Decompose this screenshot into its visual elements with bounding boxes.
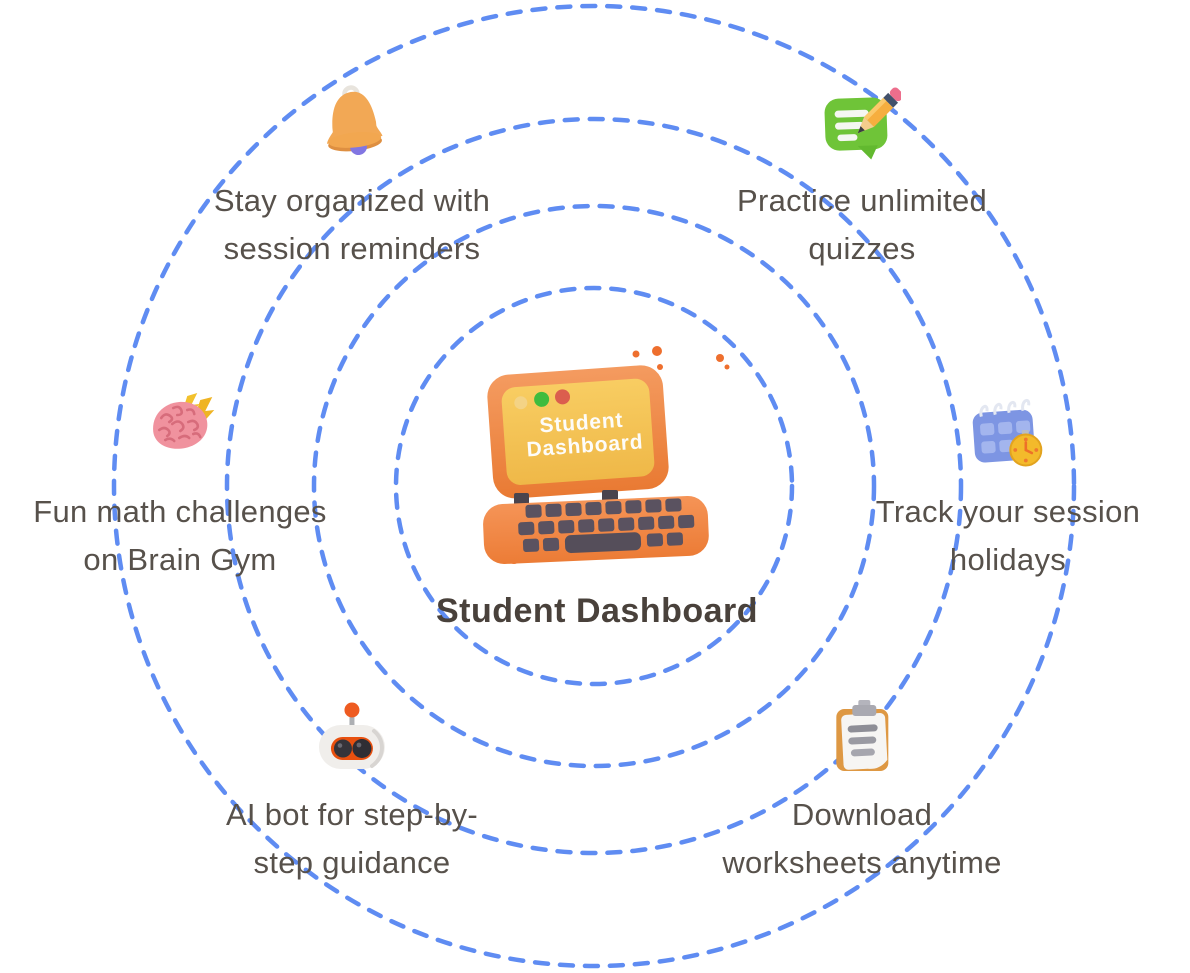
- feature-label-line1: Track your session: [875, 494, 1141, 529]
- feature-label-line1: Stay organized with: [213, 183, 491, 218]
- feature-label-line1: Download: [791, 797, 933, 832]
- center-caption: Student Dashboard: [435, 592, 759, 630]
- feature-label-line2: step guidance: [253, 845, 451, 880]
- feature-download-worksheets: Download worksheets anytime: [722, 699, 1001, 887]
- laptop-hinges: [514, 490, 618, 505]
- robot-icon: [319, 702, 385, 769]
- feature-label-line2: quizzes: [808, 231, 916, 266]
- feature-label-line1: Fun math challenges: [33, 494, 327, 529]
- bell-icon: [327, 85, 383, 156]
- feature-label-line1: Practice unlimited: [736, 183, 988, 218]
- feature-ai-bot: AI bot for step-by- step guidance: [226, 701, 478, 887]
- feature-session-holidays: Track your session holidays: [876, 397, 1140, 584]
- feature-label-line2: worksheets anytime: [722, 845, 1002, 880]
- feature-unlimited-quizzes: Practice unlimited quizzes: [737, 86, 987, 273]
- feature-label-line2: session reminders: [223, 231, 481, 266]
- laptop-screen: Student Dashboard: [487, 365, 669, 499]
- feature-label-line1: AI bot for step-by-: [225, 797, 479, 832]
- brain-icon: [152, 393, 214, 449]
- window-dot-red: [555, 389, 571, 405]
- feature-brain-gym: Fun math challenges on Brain Gym: [33, 384, 326, 584]
- calendar-icon: [972, 398, 1043, 467]
- window-dot-green: [534, 391, 550, 407]
- laptop-keyboard: [483, 495, 709, 564]
- quiz-icon: [824, 87, 904, 160]
- orbit-ring-3: [224, 116, 964, 856]
- laptop-trackpad: [564, 532, 642, 554]
- orbit-ring-inner: [393, 285, 795, 687]
- window-dot-yellow: [514, 396, 528, 410]
- feature-label-line2: on Brain Gym: [83, 542, 277, 577]
- laptop-illustration: Student Dashboard: [483, 346, 730, 564]
- orbit-ring-2: [311, 203, 877, 769]
- clipboard-icon: [835, 700, 888, 771]
- orbit-ring-outer: [111, 3, 1077, 969]
- feature-session-reminders: Stay organized with session reminders: [214, 84, 490, 273]
- feature-label-line2: holidays: [949, 542, 1067, 577]
